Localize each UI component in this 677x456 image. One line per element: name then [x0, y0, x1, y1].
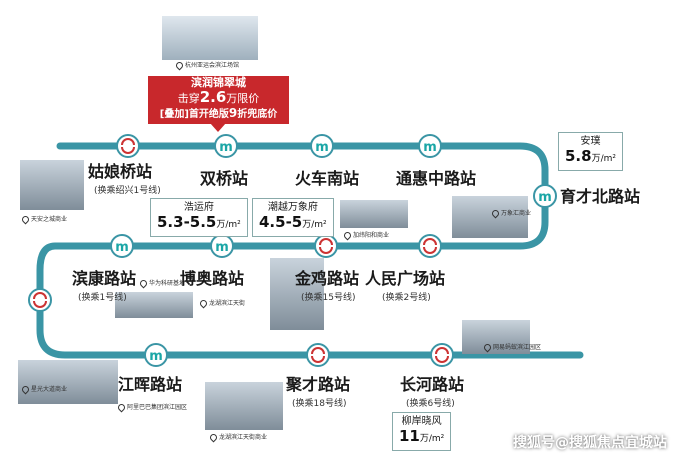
landmark-longhu2: 龙湖滨江天街商业: [208, 432, 267, 443]
landmark-jiaxiang: 加纬阳和商业: [342, 230, 389, 241]
node-huochenan: [310, 134, 334, 158]
wanghong-photo: [462, 320, 530, 354]
callout-price: 击穿2.6万限价: [177, 88, 260, 106]
station-renminguangchang-sub: (换乘2号线): [382, 293, 431, 303]
callout-pointer: [210, 123, 226, 132]
price-haoyun: 浩运府 5.3-5.5万/m²: [150, 198, 248, 237]
transfer-arrows-icon: [435, 347, 449, 363]
metro-logo-icon: m: [215, 240, 229, 255]
transfer-arrows-icon: [311, 347, 325, 363]
metro-logo-icon: m: [219, 140, 233, 155]
metro-logo-icon: m: [538, 190, 552, 205]
station-jinji-sub: (换乘15号线): [301, 293, 356, 303]
station-changhe-sub: (换乘6号线): [406, 399, 455, 409]
promo-callout: 滨润锦翠城 击穿2.6万限价 [叠加]首开绝版9折兜底价: [148, 76, 289, 124]
venue-photo: [162, 16, 258, 60]
node-renminguangchang: [418, 234, 442, 258]
station-yucaibei: 育才北路站: [560, 187, 641, 206]
callout-project: 滨润锦翠城: [191, 76, 246, 89]
station-tonghuizhong: 通惠中路站: [396, 169, 477, 188]
watermark: 搜狐号@搜狐焦点宜城站: [513, 435, 667, 451]
transfer-arrows-icon: [121, 138, 135, 154]
metro-logo-icon: m: [149, 349, 163, 364]
longhu-photo: [270, 258, 324, 330]
node-jucai: [306, 343, 330, 367]
node-jianghui: [144, 343, 168, 367]
landmark-tiandi: 天安之城商业: [20, 214, 67, 225]
station-jianghui: 江晖路站: [118, 375, 183, 394]
landmark-longhu: 龙湖滨江天街: [198, 298, 245, 309]
tiandi-photo: [20, 160, 84, 210]
landmark-huacai: 华为科研基地: [138, 278, 185, 289]
landmark-alibaba: 阿里巴巴集团滨江园区: [116, 402, 187, 413]
station-binkang: 滨康路站: [72, 269, 137, 288]
jucai-photo: [205, 382, 283, 430]
callout-discount: [叠加]首开绝版9折兜底价: [159, 106, 278, 120]
node-changhe: [430, 343, 454, 367]
station-renminguangchang: 人民广场站: [365, 269, 446, 288]
transfer-arrows-icon: [33, 292, 47, 308]
station-huochenan: 火车南站: [295, 169, 360, 188]
metro-logo-icon: m: [315, 140, 329, 155]
price-anpu: 安璞 5.8万/m²: [558, 132, 623, 171]
price-liuan: 柳岸晓风 11万/m²: [392, 412, 452, 451]
xingguang-photo: [18, 360, 118, 404]
node-binkang: [110, 234, 134, 258]
landmark-wanxiang: 万象汇商业: [490, 208, 531, 219]
node-shuangqiao: [214, 134, 238, 158]
metro-logo-icon: m: [115, 240, 129, 255]
station-binkang-sub: (换乘1号线): [78, 293, 127, 303]
station-boao: 博奥路站: [180, 269, 245, 288]
node-left-turn: [28, 288, 52, 312]
station-changhe: 长河路站: [400, 375, 465, 394]
transfer-arrows-icon: [423, 238, 437, 254]
node-guniangqiao: [116, 134, 140, 158]
station-guniangqiao: 姑娘桥站: [88, 162, 153, 181]
landmark-xingguang: 星光大道商业: [20, 384, 67, 395]
price-chaoyue: 潮越万象府 4.5-5万/m²: [252, 198, 334, 237]
landmark-wanghong: 网易蚂蚁滨江园区: [482, 342, 541, 353]
node-tonghuizhong: [418, 134, 442, 158]
station-jinji: 金鸡路站: [295, 269, 360, 288]
station-jucai: 聚才路站: [286, 375, 351, 394]
station-guniangqiao-sub: (换乘绍兴1号线): [94, 186, 161, 196]
station-jucai-sub: (换乘18号线): [292, 399, 347, 409]
station-shuangqiao: 双桥站: [200, 169, 249, 188]
wanxiang-photo: [452, 196, 528, 238]
node-yucaibei: [533, 184, 557, 208]
jiaxiang-photo: [340, 200, 408, 228]
transfer-arrows-icon: [319, 238, 333, 254]
huacai-photo: [115, 292, 193, 318]
metro-logo-icon: m: [423, 140, 437, 155]
venue-label: 杭州亚运会滨江场馆: [174, 60, 239, 71]
